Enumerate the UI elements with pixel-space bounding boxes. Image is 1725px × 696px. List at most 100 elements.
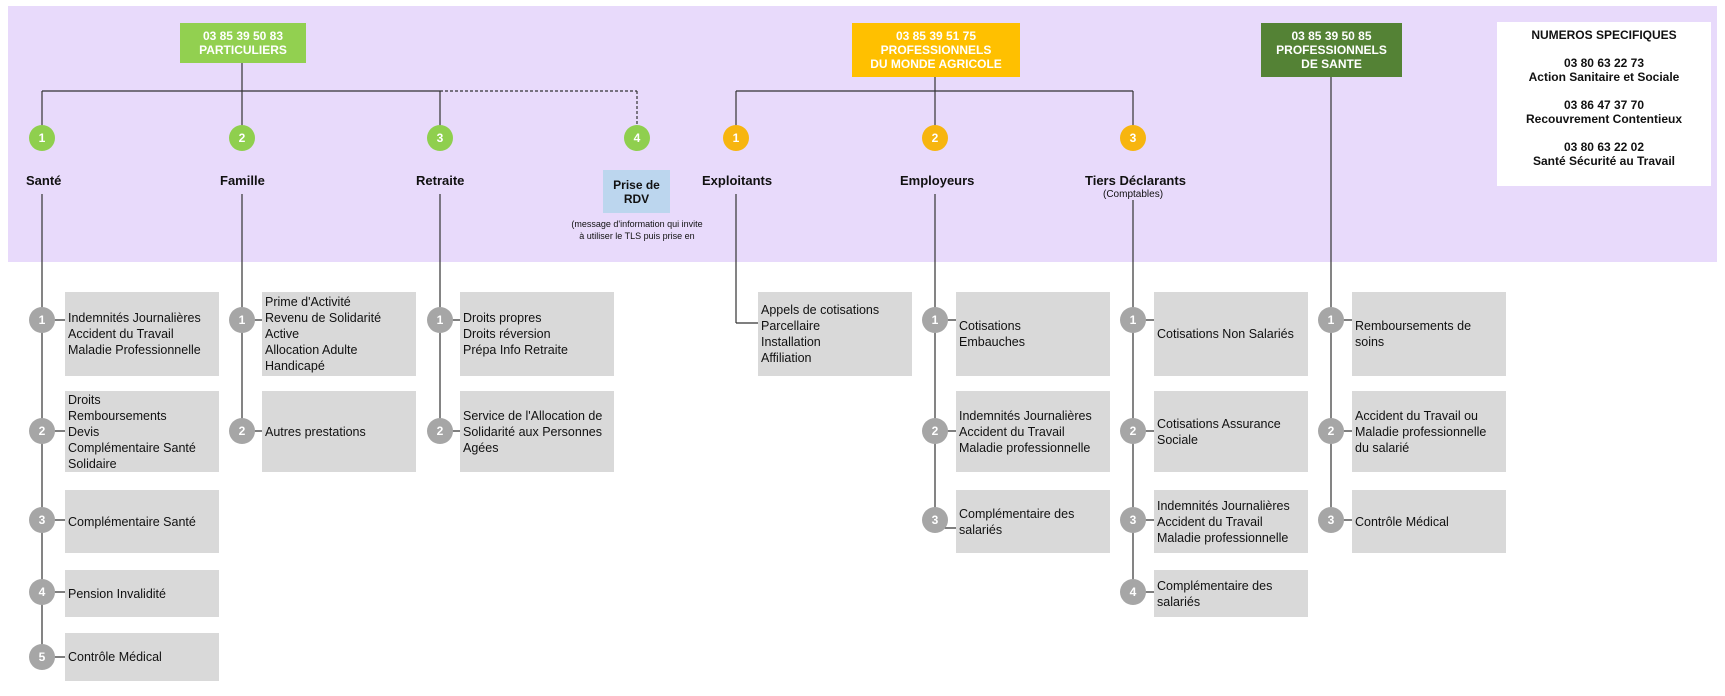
pro-sante-box-3: Contrôle Médical: [1352, 490, 1506, 553]
famille-circle-2: 2: [229, 418, 255, 444]
famille-box-1: Prime d'Activité Revenu de Solidarité Ac…: [262, 292, 416, 376]
title-pro-sante-line1: PROFESSIONNELS: [1276, 43, 1387, 57]
phone-particuliers: 03 85 39 50 83: [202, 29, 284, 43]
specific-title: NUMEROS SPECIFIQUES: [1531, 28, 1677, 42]
box-line: Sociale: [1157, 432, 1198, 447]
exploitants-box: Appels de cotisations Parcellaire Instal…: [758, 292, 912, 376]
box-line: Solidaire: [68, 456, 117, 471]
rdv-box: Prise de RDV: [603, 170, 670, 213]
title-agricole-line2: DU MONDE AGRICOLE: [870, 57, 1002, 71]
box-line: Remboursements de: [1355, 319, 1472, 333]
box-line: Droits: [68, 392, 101, 407]
box-line: du salarié: [1355, 440, 1410, 455]
employeurs-box-1: Cotisations Embauches: [956, 292, 1110, 376]
header-pro-sante: 03 85 39 50 85 PROFESSIONNELS DE SANTE: [1261, 23, 1402, 77]
option-circle-exploitants: 1: [723, 125, 749, 151]
specific-phone-1: 03 80 63 22 73: [1563, 56, 1645, 70]
label-tiers-sub: (Comptables): [1103, 189, 1164, 200]
box-line: Indemnités Journalières: [959, 408, 1092, 423]
option-circle-rdv: 4: [624, 125, 650, 151]
specific-label-2: Recouvrement Contentieux: [1525, 112, 1683, 126]
box-line: Accident du Travail: [1157, 514, 1263, 529]
retraite-circle-2: 2: [427, 418, 453, 444]
box-line: Prépa Info Retraite: [463, 343, 568, 357]
option-circle-tiers: 3: [1120, 125, 1146, 151]
box-line: soins: [1355, 335, 1385, 349]
tiers-box-1: Cotisations Non Salariés: [1154, 292, 1308, 376]
tiers-box-3: Indemnités Journalières Accident du Trav…: [1154, 490, 1308, 553]
pro-sante-box-2: Accident du Travail ou Maladie professio…: [1352, 391, 1506, 472]
employeurs-circle-2: 2: [922, 418, 948, 444]
box-line: Prime d'Activité: [265, 295, 351, 309]
sante-box-3: Complémentaire Santé: [65, 490, 219, 553]
box-line: Cotisations Assurance: [1157, 416, 1281, 431]
employeurs-circle-1: 1: [922, 307, 948, 333]
sante-circle-2: 2: [29, 418, 55, 444]
label-employeurs: Employeurs: [900, 173, 975, 188]
tiers-circle-2: 2: [1120, 418, 1146, 444]
box-line: Complémentaire des: [1157, 578, 1273, 593]
box-line: Maladie professionnelle: [1157, 530, 1289, 545]
sante-box-2: Droits Remboursements Devis Complémentai…: [65, 391, 219, 472]
retraite-box-2: Service de l'Allocation de Solidarité au…: [460, 391, 614, 472]
box-line: Affiliation: [761, 351, 812, 365]
box-line: Parcellaire: [761, 319, 821, 333]
box-line: Accident du Travail: [68, 327, 174, 341]
specific-phone-3: 03 80 63 22 02: [1563, 140, 1645, 154]
box-line: Embauches: [959, 335, 1026, 349]
sante-box-4: Pension Invalidité: [65, 570, 219, 617]
specific-label-1: Action Sanitaire et Sociale: [1528, 70, 1680, 84]
box-line: Autres prestations: [265, 424, 366, 439]
box-line: Maladie professionnelle: [1355, 424, 1487, 439]
rdv-line1: Prise de: [613, 177, 660, 192]
title-pro-sante-line2: DE SANTE: [1301, 57, 1362, 71]
title-particuliers: PARTICULIERS: [199, 43, 287, 57]
sante-circle-5: 5: [29, 644, 55, 670]
box-line: Remboursements: [68, 408, 167, 423]
label-tiers: Tiers Déclarants: [1085, 173, 1186, 188]
box-line: Handicapé: [265, 359, 325, 373]
label-exploitants: Exploitants: [702, 173, 773, 188]
box-line: Maladie Professionnelle: [68, 343, 201, 357]
sante-box-5: Contrôle Médical: [65, 633, 219, 681]
rdv-note: (message d'information qui invite à util…: [552, 218, 722, 242]
box-line: Solidarité aux Personnes: [463, 424, 602, 439]
option-circle-famille: 2: [229, 125, 255, 151]
box-line: Complémentaire Santé: [68, 514, 196, 529]
tiers-circle-4: 4: [1120, 579, 1146, 605]
employeurs-box-2: Indemnités Journalières Accident du Trav…: [956, 391, 1110, 472]
tiers-box-2: Cotisations Assurance Sociale: [1154, 391, 1308, 472]
pro-sante-circle-3: 3: [1318, 507, 1344, 533]
box-line: Allocation Adulte: [265, 343, 358, 357]
label-famille: Famille: [220, 173, 265, 188]
box-line: Contrôle Médical: [1355, 514, 1449, 529]
famille-circle-1: 1: [229, 307, 255, 333]
specific-label-3: Santé Sécurité au Travail: [1532, 154, 1676, 168]
header-particuliers: 03 85 39 50 83 PARTICULIERS: [180, 23, 306, 63]
box-line: Appels de cotisations: [761, 303, 880, 317]
phone-pro-sante: 03 85 39 50 85: [1291, 29, 1372, 43]
sante-circle-4: 4: [29, 579, 55, 605]
option-circle-sante: 1: [29, 125, 55, 151]
label-sante: Santé: [26, 173, 62, 188]
retraite-box-1: Droits propres Droits réversion Prépa In…: [460, 292, 614, 376]
sante-box-1: Indemnités Journalières Accident du Trav…: [65, 292, 219, 376]
tiers-box-4: Complémentaire des salariés: [1154, 570, 1308, 617]
retraite-circle-1: 1: [427, 307, 453, 333]
header-agricole: 03 85 39 51 75 PROFESSIONNELS DU MONDE A…: [852, 23, 1020, 77]
option-circle-employeurs: 2: [922, 125, 948, 151]
box-line: Installation: [761, 335, 821, 349]
box-line: salariés: [1157, 594, 1201, 609]
label-retraite: Retraite: [416, 173, 465, 188]
box-line: Active: [265, 327, 300, 341]
pro-sante-box-1: Remboursements de soins: [1352, 292, 1506, 376]
pro-sante-circle-1: 1: [1318, 307, 1344, 333]
box-line: Complémentaire Santé: [68, 440, 196, 455]
box-line: Service de l'Allocation de: [463, 408, 603, 423]
sante-circle-3: 3: [29, 507, 55, 533]
box-line: Droits réversion: [463, 327, 551, 341]
rdv-line2: RDV: [623, 191, 650, 206]
box-line: Contrôle Médical: [68, 650, 162, 664]
title-agricole-line1: PROFESSIONNELS: [880, 43, 992, 57]
box-line: Accident du Travail ou: [1355, 408, 1478, 423]
